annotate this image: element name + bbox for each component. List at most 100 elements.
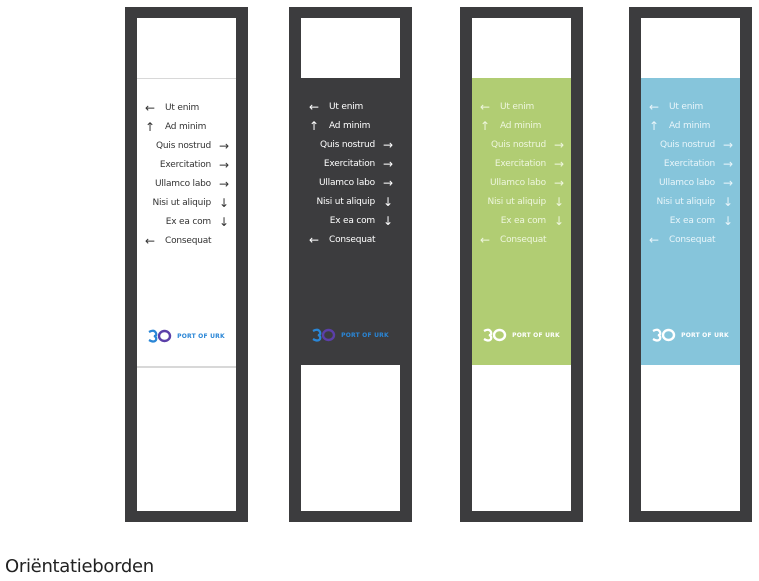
arrow-down-icon: ↓ [382,214,394,228]
direction-label: Nisi ut aliquip [316,197,375,207]
direction-row: ← Consequat [144,234,212,248]
direction-row: Ullamco labo → [318,176,394,190]
direction-row: ← Ut enim [144,101,200,115]
direction-label: Consequat [500,235,547,245]
port-logo: PORT OF URK [137,329,236,343]
direction-row: Nisi ut aliquip↓ [487,195,565,209]
arrow-left-icon: ← [144,101,156,115]
direction-label: Ut enim [500,102,535,112]
direction-row: ↑ Ad minim [479,119,542,133]
arrow-right-icon: → [553,138,565,152]
direction-row: Ex ea com ↓ [329,214,394,228]
arrow-left-icon: ← [479,100,491,114]
arrow-left-icon: ← [479,233,491,247]
direction-label: Nisi ut aliquip [152,198,211,208]
arrow-right-icon: → [382,157,394,171]
direction-label: Exercitation [494,159,546,169]
direction-row: Quis nostrud → [156,139,230,153]
direction-label: Quis nostrud [320,140,375,150]
arrow-up-icon: ↑ [308,119,320,133]
arrow-down-icon: ↓ [722,214,734,228]
direction-label: Exercitation [159,160,211,170]
arrow-right-icon: → [722,176,734,190]
figure-caption: Oriëntatieborden [5,556,154,577]
direction-row: ↑ Ad minim [308,119,371,133]
arrow-right-icon: → [553,157,565,171]
direction-row: ↑Ad minim [144,120,206,134]
arrow-down-icon: ↓ [722,195,734,209]
arrow-left-icon: ← [648,100,660,114]
arrow-left-icon: ← [144,234,156,248]
direction-row: Ullamco labo → [658,176,734,190]
direction-label: Ad minim [500,121,542,131]
port-logo-icon [312,328,336,342]
direction-label: Quis nostrud [156,141,211,151]
arrow-down-icon: ↓ [382,195,394,209]
direction-row: Quis nostrud→ [320,139,394,151]
direction-label: Ex ea com [669,216,715,226]
direction-label: Ut enim [165,103,200,113]
direction-label: Ullamco labo [489,178,546,188]
direction-row: ←Ut enim [308,100,363,114]
direction-label: Nisi ut aliquip [656,197,715,207]
direction-label: Ad minim [329,121,371,131]
arrow-left-icon: ← [308,233,320,247]
arrow-right-icon: → [553,176,565,190]
arrow-up-icon: ↑ [144,120,156,134]
direction-row: Ex ea com↓ [500,215,565,227]
direction-row: Ex ea com↓ [165,216,230,228]
direction-row: Exercitation → [663,157,734,171]
direction-row: Ex ea com ↓ [669,214,734,228]
direction-label: Ullamco labo [154,179,211,189]
arrow-down-icon: ↓ [553,195,565,209]
direction-row: ←Consequat [648,234,716,246]
arrow-right-icon: → [218,139,230,153]
direction-row: Quis nostrud→ [660,139,734,151]
direction-label: Quis nostrud [491,140,546,150]
arrow-up-icon: ↑ [648,119,660,133]
arrow-left-icon: ← [308,100,320,114]
direction-row: ← Ut enim [648,100,704,114]
port-logo-text: PORT OF URK [177,332,225,340]
arrow-right-icon: → [218,177,230,191]
port-logo-icon [148,329,172,343]
direction-row: Quis nostrud → [491,138,565,152]
port-logo-icon [652,328,676,342]
direction-label: Ut enim [669,102,704,112]
direction-label: Exercitation [323,159,375,169]
arrow-right-icon: → [722,157,734,171]
direction-label: Ullamco labo [658,178,715,188]
arrow-down-icon: ↓ [218,196,230,210]
direction-label: Ullamco labo [318,178,375,188]
direction-label: Ex ea com [165,217,211,227]
direction-label: Quis nostrud [660,140,715,150]
direction-label: Consequat [165,236,212,246]
port-logo-text: PORT OF URK [681,331,729,339]
arrow-up-icon: ↑ [479,119,491,133]
port-logo: PORT OF URK [301,328,400,342]
direction-label: Ex ea com [329,216,375,226]
direction-label: Exercitation [663,159,715,169]
direction-label: Ex ea com [500,216,546,226]
arrow-right-icon: → [382,176,394,190]
direction-row: Ullamco labo → [489,176,565,190]
direction-row: Exercitation → [159,158,230,172]
direction-row: Ullamco labo → [154,177,230,191]
port-logo: PORT OF URK [472,328,571,342]
direction-row: Exercitation → [323,157,394,171]
arrow-right-icon: → [218,158,230,172]
port-logo-text: PORT OF URK [341,331,389,339]
direction-row: Nisi ut aliquip ↓ [656,195,734,209]
direction-label: Ad minim [669,121,711,131]
direction-row: ←Consequat [308,233,376,247]
port-logo-text: PORT OF URK [512,331,560,339]
direction-row: ↑ Ad minim [648,119,711,133]
